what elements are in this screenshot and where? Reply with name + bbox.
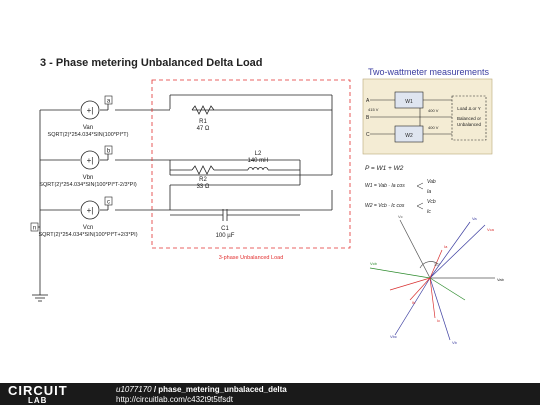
source-c-expr: SQRT(2)*254.034*SIN(100*PI*T+2/3*PI) bbox=[38, 232, 137, 238]
equation-w1-den: Ia bbox=[427, 189, 431, 195]
svg-text:c: c bbox=[107, 200, 110, 206]
svg-text:b: b bbox=[107, 149, 111, 155]
equation-w1-angle bbox=[416, 182, 424, 190]
svg-text:W2: W2 bbox=[405, 133, 413, 139]
svg-text:Balanced or: Balanced or bbox=[457, 116, 482, 121]
r2-value: 33 Ω bbox=[197, 184, 210, 190]
circuitlab-logo[interactable]: CIRCUIT bbox=[8, 383, 68, 398]
footer-separator: / bbox=[151, 385, 159, 394]
equation-w1: W1 = Vab · Ia cos bbox=[365, 183, 405, 189]
svg-text:W1: W1 bbox=[405, 99, 413, 105]
two-wattmeter-panel: W1 W2 A B C 415 V 400 V 400 V Load Δ or … bbox=[362, 78, 493, 155]
svg-text:+|: +| bbox=[87, 206, 94, 215]
node-label-n: n bbox=[30, 222, 39, 232]
r2-name: R2 bbox=[199, 177, 207, 183]
svg-text:415 V: 415 V bbox=[368, 107, 379, 112]
voltage-source-a: +| bbox=[80, 100, 100, 120]
ground-icon bbox=[32, 294, 48, 302]
phasor-label-vab: Vab bbox=[497, 277, 505, 282]
footer-user-link[interactable]: u1077170 bbox=[116, 385, 152, 394]
phasor-label-va: Va bbox=[472, 216, 477, 221]
equation-w2-angle bbox=[416, 202, 424, 210]
node-label-c: c bbox=[104, 196, 113, 206]
load-boundary-box bbox=[151, 79, 351, 249]
c1-value: 100 µF bbox=[216, 233, 235, 239]
node-label-b: b bbox=[104, 145, 113, 155]
l2-name: L2 bbox=[255, 151, 262, 157]
load-box-label: 3-phase Unbalanced Load bbox=[219, 255, 284, 261]
source-b-expr: SQRT(2)*254.034*SIN(100*PI*T-2/3*PI) bbox=[39, 182, 137, 188]
svg-text:+|: +| bbox=[87, 106, 94, 115]
source-a-name: Van bbox=[83, 125, 93, 131]
inductor-l2 bbox=[247, 167, 269, 171]
phasor-label-ia: Ia bbox=[444, 244, 448, 249]
footer-bar bbox=[0, 383, 540, 405]
svg-text:C: C bbox=[366, 132, 370, 138]
phasor-label-vbc: Vbc bbox=[390, 334, 397, 339]
two-wattmeter-title: Two-wattmeter measurements bbox=[368, 67, 490, 77]
source-b-name: Vbn bbox=[83, 175, 94, 181]
circuit-wires bbox=[39, 94, 333, 295]
phasor-label-ic: Ic bbox=[437, 318, 440, 323]
svg-text:400 V: 400 V bbox=[428, 125, 439, 130]
svg-text:a: a bbox=[107, 99, 111, 105]
resistor-r2 bbox=[170, 165, 300, 175]
equation-sum: P = W1 + W2 bbox=[365, 165, 404, 172]
equation-w1-num: Vab bbox=[427, 179, 436, 185]
r1-name: R1 bbox=[199, 119, 207, 125]
phasor-label-ib: Ib bbox=[412, 300, 416, 305]
phasor-label-vc: Vc bbox=[398, 214, 403, 219]
svg-text:+|: +| bbox=[87, 156, 94, 165]
r1-value: 47 Ω bbox=[197, 126, 210, 132]
footer-url[interactable]: http://circuitlab.com/c432t9t5tfsdt bbox=[116, 395, 233, 404]
footer-project-link[interactable]: phase_metering_unbalaced_delta bbox=[158, 385, 287, 394]
capacitor-c1 bbox=[170, 209, 300, 221]
source-a-expr: SQRT(2)*254.034*SIN(100*PI*T) bbox=[48, 132, 129, 138]
l2-value: 140 mH bbox=[247, 158, 268, 164]
phasor-label-vca: Vca bbox=[487, 227, 495, 232]
phasor-diagram bbox=[369, 219, 495, 341]
page-title: 3 - Phase metering Unbalanced Delta Load bbox=[40, 57, 263, 69]
svg-text:Unbalanced: Unbalanced bbox=[457, 122, 482, 127]
svg-text:A: A bbox=[366, 98, 370, 104]
equation-w2-den: Ic bbox=[427, 209, 431, 215]
phasor-label-vb: Vb bbox=[452, 340, 458, 345]
voltage-source-b: +| bbox=[80, 150, 100, 170]
node-label-a: a bbox=[104, 95, 113, 105]
footer-title: u1077170 / phase_metering_unbalaced_delt… bbox=[116, 385, 287, 394]
svg-text:B: B bbox=[366, 115, 370, 121]
svg-text:n: n bbox=[33, 226, 36, 232]
svg-text:400 V: 400 V bbox=[428, 108, 439, 113]
equation-w2-num: Vcb bbox=[427, 199, 436, 205]
phasor-label-vcb: Vcb bbox=[370, 261, 378, 266]
source-c-name: Vcn bbox=[83, 225, 93, 231]
resistor-r1 bbox=[170, 105, 215, 115]
c1-name: C1 bbox=[221, 226, 229, 232]
equation-w2: W2 = Vcb · Ic cos bbox=[365, 203, 405, 209]
svg-text:Load Δ or Y: Load Δ or Y bbox=[457, 106, 480, 111]
voltage-source-c: +| bbox=[80, 200, 100, 220]
phasor-label-angle: 30° bbox=[434, 262, 440, 267]
circuitlab-logo-sub: LAB bbox=[28, 396, 48, 405]
